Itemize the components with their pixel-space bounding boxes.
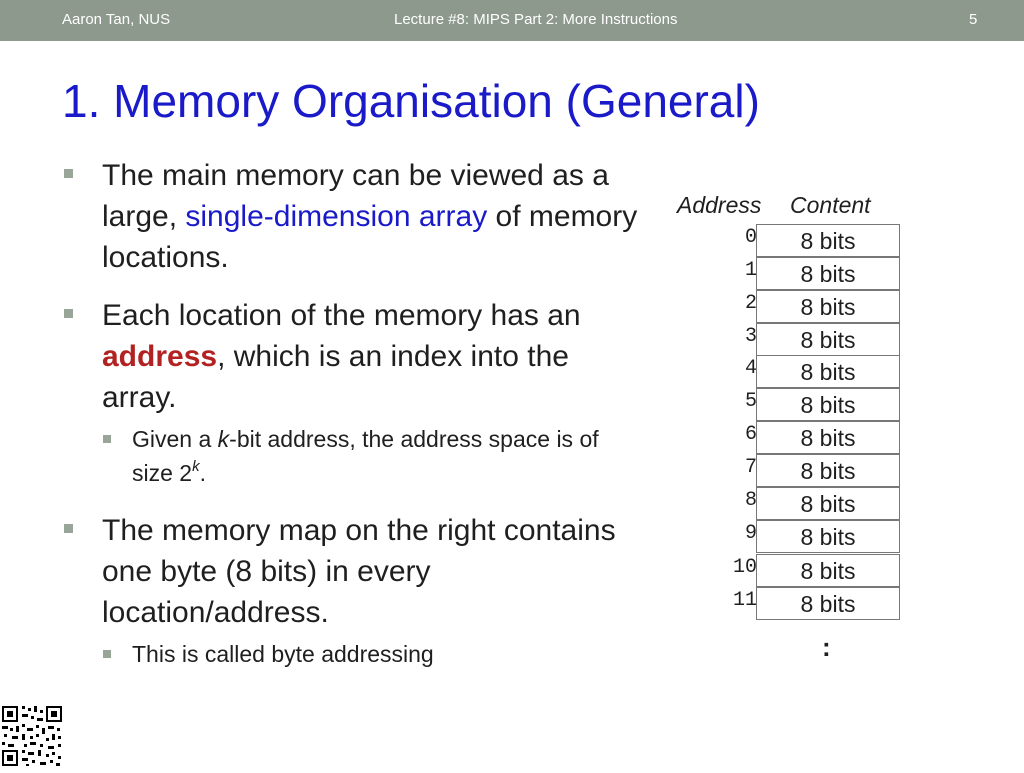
bullet-1-highlight: single-dimension array <box>185 200 488 233</box>
memory-cell: 8 bits <box>756 257 900 290</box>
bullet-2-sub-k: k <box>217 426 230 452</box>
bullet-2-text-pre: Each location of the memory has an <box>102 299 581 332</box>
slide-header: Aaron Tan, NUS Lecture #8: MIPS Part 2: … <box>0 0 1024 41</box>
memory-cell: 8 bits <box>756 224 900 257</box>
memory-cell: 8 bits <box>756 323 900 356</box>
memory-row: 3 8 bits <box>672 323 912 356</box>
memory-row: 6 8 bits <box>672 421 912 454</box>
memory-cell: 8 bits <box>756 355 900 388</box>
bullet-3-sub: This is called byte addressing <box>62 637 642 671</box>
sub-bullet-marker <box>103 435 111 443</box>
memory-row: 9 8 bits <box>672 520 912 553</box>
memory-map-continuation: : <box>822 632 831 662</box>
bullet-2-highlight: address <box>102 340 218 373</box>
memory-row: 0 8 bits <box>672 224 912 257</box>
bullet-2-sub-mid: -bit address, the address space is of si… <box>132 426 599 486</box>
memory-cell: 8 bits <box>756 554 900 587</box>
address-column-header: Address <box>677 192 762 218</box>
bullet-2-text-post: , which is an index into the array. <box>102 340 569 414</box>
memory-row: 7 8 bits <box>672 454 912 487</box>
bullet-marker <box>64 524 73 533</box>
memory-address: 4 <box>744 357 757 380</box>
qr-code-icon <box>0 704 64 768</box>
bullet-2-sub-exponent: k <box>192 458 200 475</box>
bullet-2-sub-pre: Given a <box>132 426 218 452</box>
bullet-marker <box>64 169 73 178</box>
bullet-3-text: The memory map on the right contains one… <box>102 514 616 629</box>
memory-address: 10 <box>732 556 757 579</box>
memory-address: 11 <box>732 589 757 612</box>
bullet-1: The main memory can be viewed as a large… <box>62 155 642 278</box>
content-column-header: Content <box>790 192 871 218</box>
slide-title: 1. Memory Organisation (General) <box>62 75 760 127</box>
memory-row: 8 8 bits <box>672 487 912 520</box>
memory-cell: 8 bits <box>756 487 900 520</box>
memory-address: 0 <box>744 226 757 249</box>
header-author: Aaron Tan, NUS <box>62 11 171 28</box>
memory-cell: 8 bits <box>756 388 900 421</box>
bullet-2-sub: Given a k-bit address, the address space… <box>62 422 642 494</box>
bullet-2-sub-post: . <box>199 460 206 486</box>
memory-row: 5 8 bits <box>672 388 912 421</box>
bullet-list: The main memory can be viewed as a large… <box>62 155 642 681</box>
memory-address: 9 <box>744 522 757 545</box>
bullet-1-text-pre: The main memory can be viewed as a large… <box>102 159 609 233</box>
memory-row: 11 8 bits <box>672 587 912 620</box>
memory-address: 6 <box>744 423 757 446</box>
memory-address: 5 <box>744 390 757 413</box>
memory-address: 8 <box>744 489 757 512</box>
memory-row: 2 8 bits <box>672 290 912 323</box>
memory-cell: 8 bits <box>756 421 900 454</box>
memory-cell: 8 bits <box>756 454 900 487</box>
memory-address: 7 <box>744 456 757 479</box>
memory-cell: 8 bits <box>756 587 900 620</box>
bullet-3-sub-text: This is called byte addressing <box>132 641 434 667</box>
header-lecture-title: Lecture #8: MIPS Part 2: More Instructio… <box>394 11 678 28</box>
bullet-2: Each location of the memory has an addre… <box>62 295 642 418</box>
memory-cell: 8 bits <box>756 290 900 323</box>
sub-bullet-marker <box>103 650 111 658</box>
memory-address: 3 <box>744 325 757 348</box>
bullet-1-text-post: of memory locations. <box>102 200 638 274</box>
memory-row: 1 8 bits <box>672 257 912 290</box>
memory-row: 10 8 bits <box>672 554 912 587</box>
memory-row: 4 8 bits <box>672 355 912 388</box>
header-page-number: 5 <box>969 11 978 28</box>
memory-cell: 8 bits <box>756 520 900 553</box>
memory-address: 1 <box>744 259 757 282</box>
memory-address: 2 <box>744 292 757 315</box>
bullet-marker <box>64 309 73 318</box>
bullet-3: The memory map on the right contains one… <box>62 510 642 633</box>
